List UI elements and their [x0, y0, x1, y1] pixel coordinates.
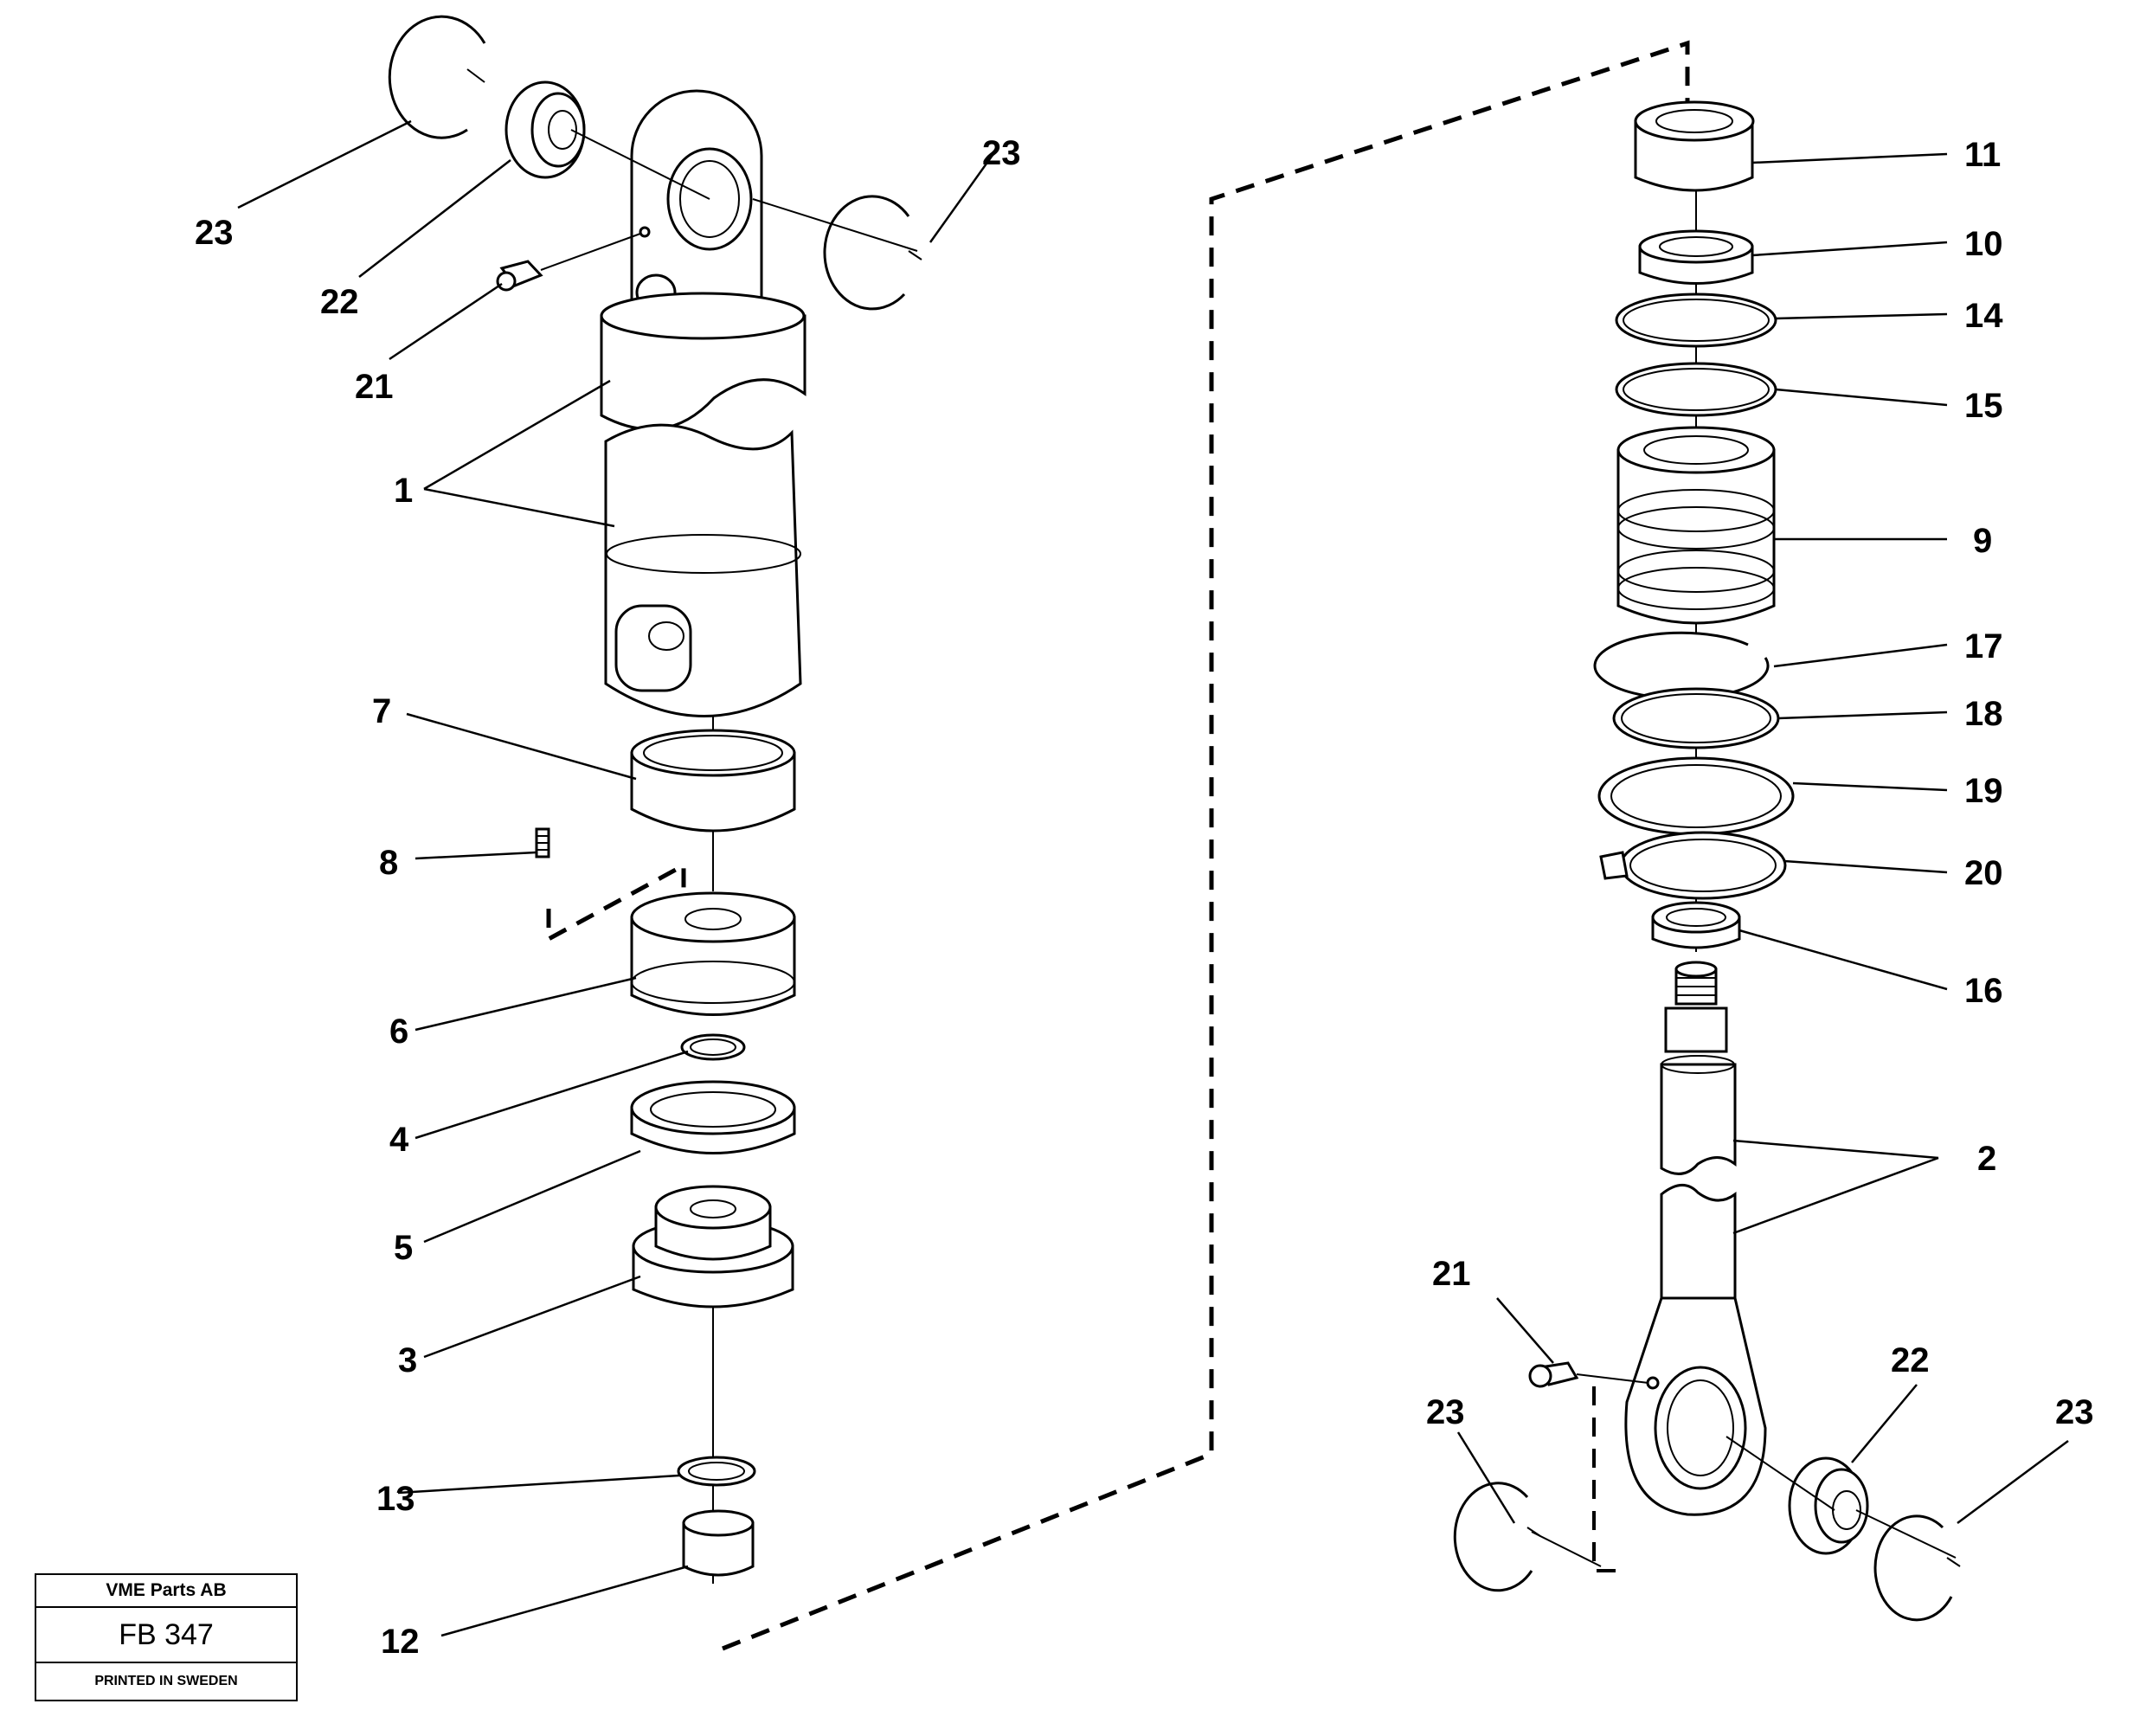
washer-part-19: [1597, 756, 1795, 836]
leader-lines: [237, 119, 2069, 1637]
nut-part-16: [1651, 901, 1741, 949]
cylinder-eye-part: [630, 89, 763, 313]
bearing-part-22-bottom: [1788, 1456, 1869, 1555]
callout-17: 17: [1964, 627, 2003, 665]
callout-20: 20: [1964, 854, 2003, 892]
set-screw-part-8: [535, 827, 550, 858]
piston-part-6: [630, 891, 796, 1016]
callout-22: 22: [320, 283, 359, 321]
callout-15: 15: [1964, 387, 2003, 425]
callout-21: 21: [355, 368, 394, 406]
callout-19: 19: [1964, 772, 2003, 810]
title-block: VME Parts AB FB 347 PRINTED IN SWEDEN: [35, 1573, 298, 1701]
grease-nipple-part-21-bottom: [1528, 1361, 1579, 1388]
callout-23: 23: [1426, 1393, 1465, 1431]
callout-4: 4: [389, 1121, 409, 1159]
cylinder-assembly: [388, 15, 922, 1584]
callout-21: 21: [1432, 1255, 1471, 1293]
circlip-part-23-top-left: [388, 15, 486, 139]
piston-rod-assembly: [1453, 100, 1961, 1622]
printed-note: PRINTED IN SWEDEN: [94, 1674, 238, 1688]
bushing-part-11: [1634, 100, 1755, 192]
callout-labels: 23 22 21 23 1 7 8 6 4 5 3 13 12 11 10 14…: [195, 134, 2094, 1661]
callout-23: 23: [982, 134, 1021, 172]
callout-9: 9: [1973, 522, 1992, 560]
callout-10: 10: [1964, 225, 2003, 263]
seal-part-5: [630, 1080, 796, 1154]
company-name: VME Parts AB: [36, 1575, 296, 1608]
callout-23: 23: [2055, 1393, 2094, 1431]
cylinder-tube-part-1: [600, 292, 807, 717]
bearing-part-22-top-left: [504, 80, 586, 179]
callout-23: 23: [195, 214, 234, 252]
callout-11: 11: [1964, 136, 2001, 174]
drawing-code: FB 347: [36, 1608, 296, 1663]
circlip-part-23-top-right: [823, 195, 922, 311]
callout-18: 18: [1964, 695, 2003, 733]
callout-3: 3: [398, 1341, 417, 1379]
grease-nipple-part-21-top: [496, 260, 543, 292]
circlip-part-23-bottom-left: [1453, 1482, 1541, 1592]
o-ring-part-18: [1612, 687, 1780, 749]
callout-7: 7: [372, 692, 391, 730]
circlip-part-23-bottom-right: [1873, 1514, 1961, 1622]
callout-2: 2: [1977, 1140, 1996, 1178]
lock-washer-part-20: [1599, 831, 1787, 900]
bushing-part-12: [682, 1509, 755, 1577]
callout-6: 6: [389, 1013, 408, 1051]
callout-5: 5: [394, 1229, 413, 1267]
callout-14: 14: [1964, 297, 2003, 335]
callout-16: 16: [1964, 972, 2003, 1010]
o-ring-part-14: [1615, 293, 1777, 348]
ring-part-10: [1638, 229, 1754, 285]
guide-part-3: [632, 1185, 794, 1308]
cylinder-head-part-9: [1616, 426, 1776, 625]
callout-13: 13: [376, 1480, 415, 1518]
callout-1: 1: [394, 472, 413, 510]
o-ring-part-15: [1615, 362, 1777, 417]
piston-rod-part-2: [1624, 961, 1767, 1516]
sleeve-part-7: [630, 729, 796, 833]
snap-ring-part-17: [1593, 631, 1770, 700]
callout-8: 8: [379, 844, 398, 882]
callout-12: 12: [381, 1623, 420, 1661]
ring-part-13: [677, 1456, 756, 1487]
callout-22: 22: [1891, 1341, 1930, 1379]
